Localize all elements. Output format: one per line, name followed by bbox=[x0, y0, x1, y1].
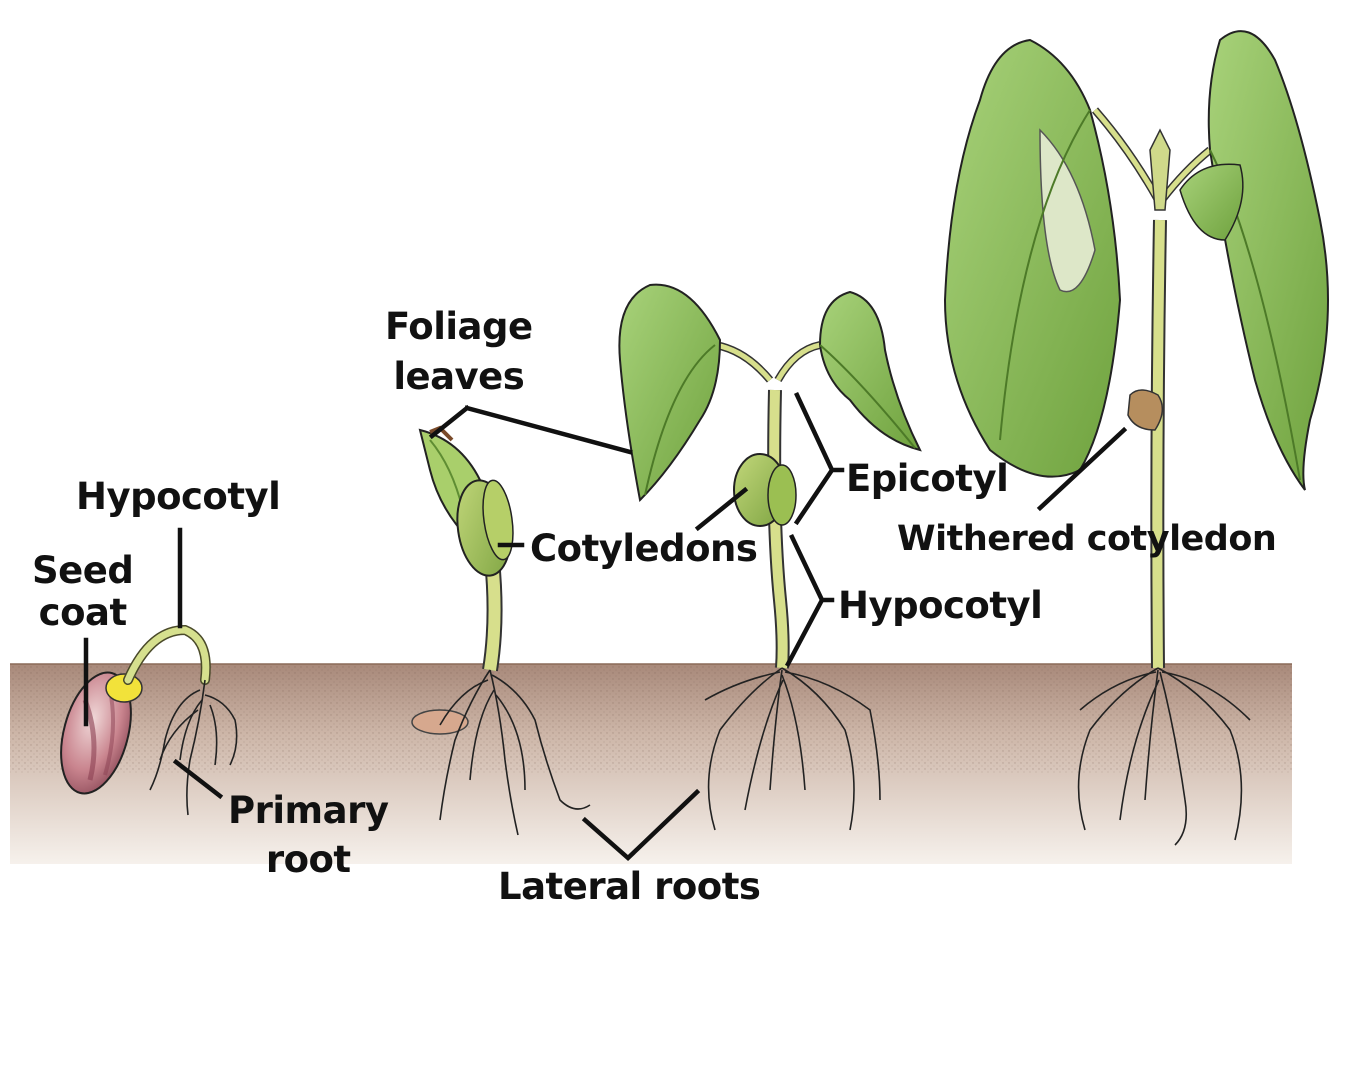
soil bbox=[10, 663, 1292, 864]
label-hypocotyl-left: Hypocotyl bbox=[76, 475, 281, 518]
label-primary-root: Primary root bbox=[228, 789, 389, 881]
bracket-hypocotyl-right bbox=[784, 534, 835, 668]
label-seed-coat-line2: coat bbox=[38, 591, 128, 634]
label-primary-root-line2: root bbox=[265, 838, 351, 881]
label-foliage-leaves: Foliage leaves bbox=[385, 308, 533, 395]
label-foliage-leaves-line1: Foliage bbox=[385, 305, 533, 348]
stage-2-seedling bbox=[411, 425, 591, 836]
label-hypocotyl-right: Hypocotyl bbox=[838, 584, 1043, 627]
leader-withered-cotyledon bbox=[1036, 426, 1128, 512]
label-cotyledons: Cotyledons bbox=[530, 527, 758, 570]
leader-lines bbox=[83, 392, 1128, 862]
bracket-epicotyl bbox=[793, 392, 845, 526]
label-foliage-leaves-line2: leaves bbox=[393, 355, 525, 398]
leader-cotyledons-right bbox=[694, 486, 749, 532]
label-epicotyl: Epicotyl bbox=[846, 457, 1009, 500]
label-lateral-roots: Lateral roots bbox=[498, 865, 761, 908]
label-seed-coat: Seed coat bbox=[32, 549, 134, 634]
leader-foliage-leaves bbox=[428, 404, 633, 455]
label-withered-cotyledon: Withered cotyledon bbox=[897, 519, 1277, 559]
stage-3-seedling bbox=[618, 283, 922, 831]
label-seed-coat-line1: Seed bbox=[32, 549, 134, 592]
stage-4-plant bbox=[943, 30, 1329, 846]
leader-primary-root bbox=[172, 758, 224, 800]
label-primary-root-line1: Primary bbox=[228, 789, 389, 832]
bracket-lateral-roots bbox=[581, 788, 701, 862]
